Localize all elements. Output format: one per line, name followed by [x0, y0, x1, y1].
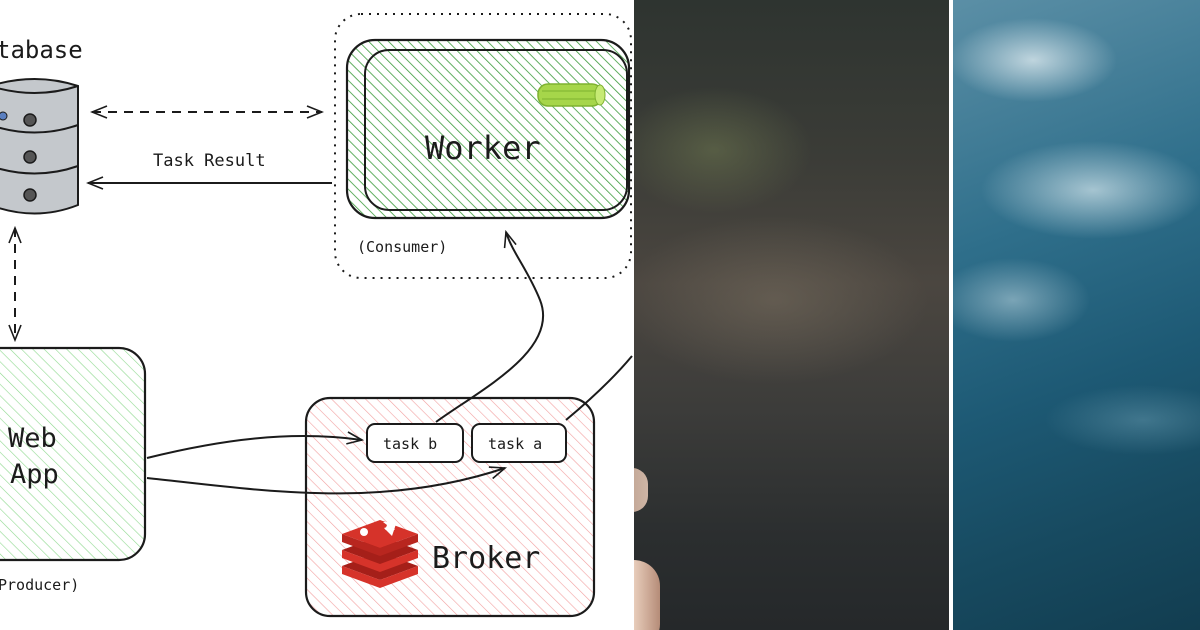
- consumer-label: (Consumer): [357, 238, 447, 256]
- worker-label: Worker: [425, 129, 541, 167]
- task-b-to-worker-arrow: [435, 232, 544, 423]
- webapp-box: [0, 346, 147, 562]
- finger-blur: [634, 468, 648, 512]
- producer-label: Producer): [0, 576, 79, 594]
- celery-stalk-icon: [537, 83, 606, 107]
- architecture-diagram: tabase Worker (Consumer) Task Result Web…: [0, 13, 633, 618]
- task-a-label: task a: [488, 435, 542, 453]
- task-result-label: Task Result: [153, 151, 266, 171]
- consumer-boundary: [334, 13, 632, 279]
- broker-label: Broker: [432, 541, 540, 576]
- blurred-dark-photo: [634, 0, 949, 630]
- redis-stack-icon: [342, 517, 418, 588]
- finger-tip: [634, 560, 660, 630]
- webapp-label-line1: Web: [8, 423, 57, 454]
- webapp-label-line2: App: [10, 459, 59, 490]
- diagram-canvas: tabase Worker (Consumer) Task Result Web…: [0, 13, 633, 618]
- panel-divider: [949, 0, 953, 630]
- webapp-to-task-b-arrow: [146, 436, 362, 459]
- task-a-outgoing-arrow: [565, 355, 633, 421]
- task-b-label: task b: [383, 435, 437, 453]
- task-b-box: [366, 423, 464, 463]
- blurred-water-photo: [953, 0, 1200, 630]
- webapp-to-task-a-arrow: [146, 468, 505, 495]
- database-label: tabase: [0, 36, 83, 64]
- task-a-box: [471, 423, 567, 463]
- database-cylinder-icon: [0, 78, 79, 215]
